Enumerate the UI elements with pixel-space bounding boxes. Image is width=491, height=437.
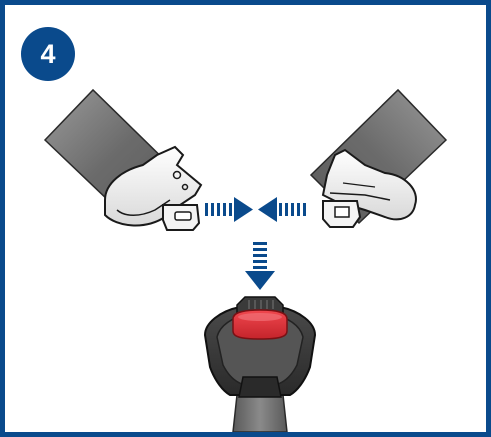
buckle-tongue-right-icon <box>309 88 448 228</box>
arrow-right-icon <box>205 197 253 222</box>
harness-buckle-icon <box>203 296 317 432</box>
step-number-badge: 4 <box>21 27 75 81</box>
arrow-down-icon <box>245 242 275 290</box>
arrow-left-icon <box>258 197 306 222</box>
buckle-illustration <box>43 88 448 432</box>
buckle-tongue-left-icon <box>43 88 203 231</box>
